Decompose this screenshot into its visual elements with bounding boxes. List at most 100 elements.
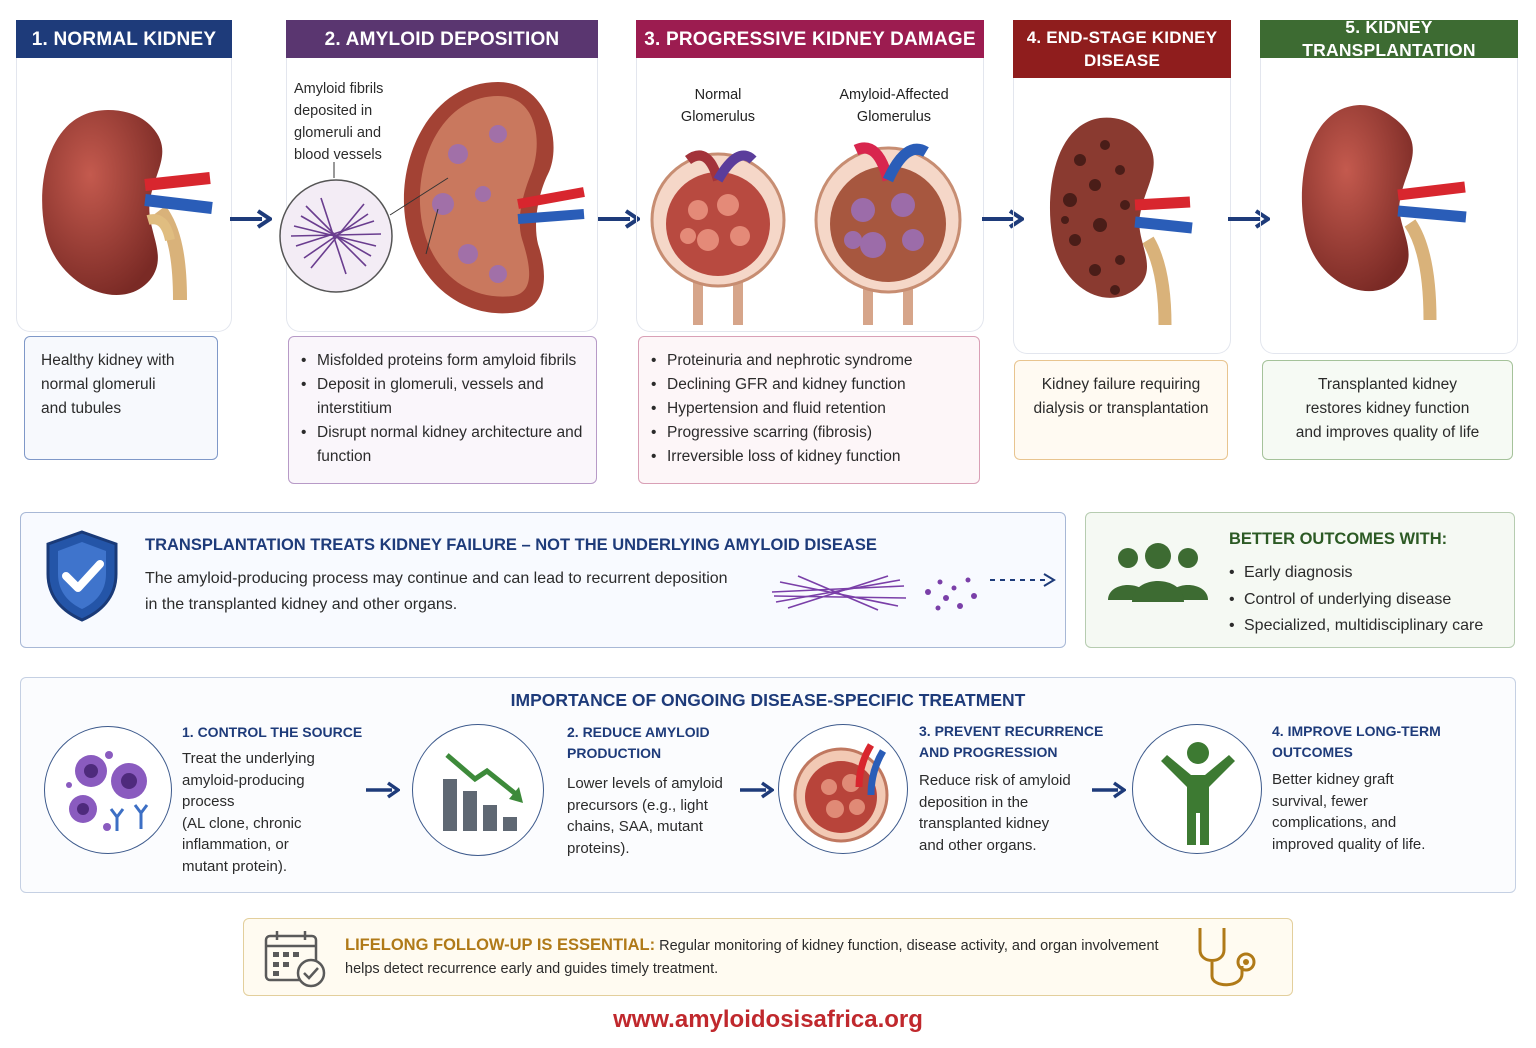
step-3-icon-circle [778, 724, 908, 854]
stage-3-frame [636, 56, 984, 332]
followup-line-1: LIFELONG FOLLOW-UP IS ESSENTIAL: Regular… [345, 934, 1185, 958]
amyloid-callout: Amyloid fibrils deposited in glomeruli a… [294, 78, 383, 166]
step-text-line: Lower levels of amyloid [567, 775, 723, 792]
step-text-line: Better kidney graft [1272, 771, 1394, 788]
stage-5-desc-line: and improves quality of life [1295, 424, 1480, 441]
step-title-line: OUTCOMES [1272, 744, 1353, 760]
kidney-cross-section-illustration [403, 82, 585, 314]
stage-3-bullet: Proteinuria and nephrotic syndrome [649, 349, 969, 373]
stage-2-bullet: Misfolded proteins form amyloid fibrils [299, 349, 584, 373]
stage-2-bullet: Deposit in glomeruli, vessels and inters… [299, 373, 584, 421]
step-2-icon-circle [412, 724, 544, 856]
step-text-line: and other organs. [919, 836, 1037, 854]
outcome-item-label: Control of underlying disease [1244, 590, 1452, 608]
step-text-line: amyloid-producing [182, 771, 305, 789]
label-line: Glomerulus [856, 109, 932, 125]
step-1-title: 1. CONTROL THE SOURCE [182, 722, 362, 743]
stage-5-desc-line: restores kidney function [1305, 400, 1470, 417]
followup-text-1: Regular monitoring of kidney function, d… [655, 938, 1159, 954]
stage-1-description: Healthy kidney with normal glomeruli and… [24, 336, 218, 460]
stage-3-bullet: Progressive scarring (fibrosis) [649, 421, 969, 445]
outcome-item: •Early diagnosis [1229, 564, 1353, 581]
label-line: Normal [694, 87, 742, 103]
step-1-icon-circle [44, 726, 172, 854]
flow-arrow-icon [366, 781, 400, 799]
transplanted-kidney-illustration [1301, 105, 1467, 321]
people-group-icon [1108, 543, 1208, 602]
stage-3-bullet: Hypertension and fluid retention [649, 397, 969, 421]
step-text-line: (AL clone, chronic [182, 814, 302, 832]
flow-arrow-icon [982, 209, 1024, 229]
amyloid-fibril-magnified-icon [279, 179, 393, 293]
step-text-line: complications, and [1272, 814, 1397, 831]
step-text-line: process [182, 793, 235, 810]
step-title-line: 1. CONTROL THE SOURCE [182, 724, 363, 740]
affected-glomerulus-label: Amyloid-Affected Glomerulus [824, 84, 964, 128]
step-text-line: improved quality of life. [1272, 835, 1426, 853]
stage-5-description: Transplanted kidney restores kidney func… [1262, 360, 1513, 460]
flow-arrow-icon [598, 209, 640, 229]
stage-1-desc-line: and tubules [41, 400, 122, 417]
healthy-person-icon [1161, 742, 1235, 845]
step-text-line: survival, fewer [1272, 792, 1368, 810]
outcome-item: •Specialized, multidisciplinary care [1229, 617, 1484, 634]
step-text-line: mutant protein). [182, 857, 288, 875]
followup-banner [243, 918, 1293, 996]
flow-arrow-icon [740, 781, 774, 799]
warning-text: The amyloid-producing process may contin… [145, 566, 728, 618]
outcomes-list: •Early diagnosis •Control of underlying … [1229, 560, 1483, 640]
stage-5-desc-line: Transplanted kidney [1317, 376, 1457, 393]
followup-text-2: helps detect recurrence early and guides… [345, 961, 719, 977]
glomerulus-icon [793, 743, 889, 843]
stage-4-desc-line: Kidney failure requiring [1041, 376, 1201, 393]
callout-line: glomeruli and [294, 125, 382, 141]
callout-line: Amyloid fibrils [294, 81, 384, 97]
stage-2-frame [286, 56, 598, 332]
flow-arrow-icon [230, 209, 272, 229]
step-title-line: PRODUCTION [567, 745, 662, 761]
stage-2-bullet: Disrupt normal kidney architecture and f… [299, 421, 584, 469]
stage-2-description: Misfolded proteins form amyloid fibrils … [288, 336, 597, 484]
stage-1-header: 1. NORMAL KIDNEY [16, 20, 232, 58]
amyloid-glomerulus-illustration [814, 142, 962, 325]
stage-4-frame [1013, 74, 1231, 354]
outcomes-panel [1085, 512, 1515, 648]
step-text-line: precursors (e.g., light [567, 796, 708, 814]
step-text-line: transplanted kidney [919, 815, 1050, 832]
stage-1-desc-line: normal glomeruli [41, 376, 156, 393]
stage-3-bullet: Irreversible loss of kidney function [649, 445, 969, 469]
stage-4-header: 4. END-STAGE KIDNEY DISEASE [1013, 20, 1231, 78]
end-stage-kidney-illustration [1049, 117, 1193, 326]
recurrent-amyloid-icon [771, 573, 1056, 611]
stage-3-header: 3. PROGRESSIVE KIDNEY DAMAGE [636, 20, 984, 58]
calendar-check-icon [264, 931, 326, 988]
shield-check-icon [46, 530, 118, 622]
stage-3-bullet: Declining GFR and kidney function [649, 373, 969, 397]
step-text-line: chains, SAA, mutant [567, 818, 703, 835]
stage-2-header: 2. AMYLOID DEPOSITION [286, 20, 598, 58]
stage-4-header-line: DISEASE [1083, 51, 1161, 70]
flow-arrow-icon [1092, 781, 1126, 799]
normal-glomerulus-illustration [650, 150, 786, 325]
step-4-icon-circle [1132, 724, 1262, 854]
treatment-panel [20, 677, 1516, 893]
step-title-line: 3. PREVENT RECURRENCE [919, 723, 1104, 739]
step-text-line: inflammation, or [182, 836, 289, 853]
stage-3-description: Proteinuria and nephrotic syndrome Decli… [638, 336, 980, 484]
warning-text-line: The amyloid-producing process may contin… [145, 570, 728, 587]
stage-4-desc-line: dialysis or transplantation [1033, 400, 1209, 417]
stage-4-header-line: 4. END-STAGE KIDNEY [1026, 28, 1218, 47]
outcome-item-label: Early diagnosis [1244, 564, 1353, 581]
outcome-item: •Control of underlying disease [1229, 590, 1452, 608]
callout-leader-line [333, 162, 449, 216]
stage-1-desc-line: Healthy kidney with [41, 352, 175, 369]
callout-line: blood vessels [294, 147, 382, 163]
step-2-text: Lower levels of amyloid precursors (e.g.… [567, 773, 723, 859]
step-text-line: Reduce risk of amyloid [919, 772, 1071, 789]
step-title-line: AND PROGRESSION [919, 744, 1058, 760]
outcome-item-label: Specialized, multidisciplinary care [1244, 617, 1484, 634]
footer-url-link[interactable]: www.amyloidosisafrica.org [613, 1006, 923, 1033]
stage-5-frame [1260, 56, 1518, 354]
step-3-title: 3. PREVENT RECURRENCE AND PROGRESSION [919, 721, 1103, 763]
label-line: Amyloid-Affected [839, 87, 949, 103]
